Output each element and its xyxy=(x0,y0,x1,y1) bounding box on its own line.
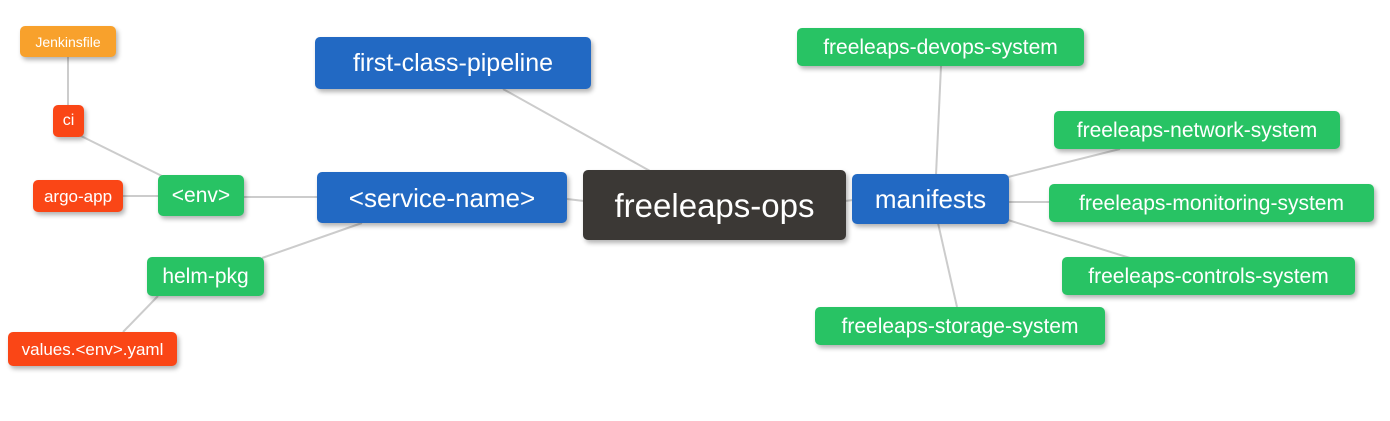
mindmap-node-service-name[interactable]: <service-name> xyxy=(317,172,567,223)
mindmap-node-values-env-yaml[interactable]: values.<env>.yaml xyxy=(8,332,177,366)
mindmap-node-freeleaps-devops-system[interactable]: freeleaps-devops-system xyxy=(797,28,1084,66)
mindmap-node-helm-pkg[interactable]: helm-pkg xyxy=(147,257,264,296)
mindmap-node-ci[interactable]: ci xyxy=(53,105,84,137)
mindmap-node-env[interactable]: <env> xyxy=(158,175,244,216)
mindmap-node-manifests[interactable]: manifests xyxy=(852,174,1009,224)
mindmap-node-freeleaps-storage-system[interactable]: freeleaps-storage-system xyxy=(815,307,1105,345)
mindmap-node-freeleaps-network-system[interactable]: freeleaps-network-system xyxy=(1054,111,1340,149)
mindmap-node-freeleaps-monitoring-system[interactable]: freeleaps-monitoring-system xyxy=(1049,184,1374,222)
mindmap-node-freeleaps-controls-system[interactable]: freeleaps-controls-system xyxy=(1062,257,1355,295)
mindmap-node-jenkinsfile[interactable]: Jenkinsfile xyxy=(20,26,116,57)
mindmap-node-freeleaps-ops[interactable]: freeleaps-ops xyxy=(583,170,846,240)
mindmap-node-argo-app[interactable]: argo-app xyxy=(33,180,123,212)
mindmap-node-first-class-pipeline[interactable]: first-class-pipeline xyxy=(315,37,591,89)
